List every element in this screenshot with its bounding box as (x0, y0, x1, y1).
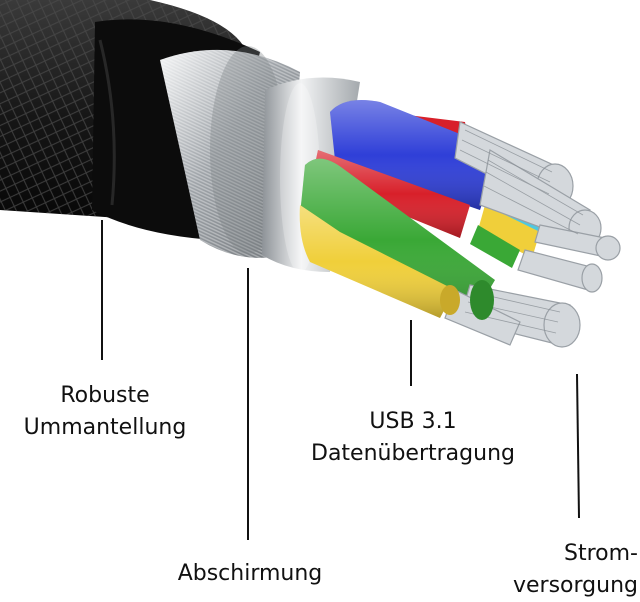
conductor-strands (444, 121, 621, 348)
shield-pointer-line (247, 268, 249, 540)
label-power-line1: Strom- (564, 541, 638, 566)
data-pointer-line (410, 320, 412, 386)
label-data-line1: USB 3.1 (369, 409, 457, 434)
label-shield-line1: Abschirmung (177, 561, 323, 586)
wire-tip-highlights (440, 280, 494, 320)
label-power-line2: versorgung (513, 573, 638, 598)
label-data-line2: Datenübertragung (311, 441, 515, 466)
label-shielding: Abschirmung (150, 558, 350, 590)
inner-wires (299, 99, 545, 322)
label-jacket-line2: Ummantellung (23, 415, 187, 440)
label-power-supply: Strom- versorgung (500, 538, 638, 602)
label-robust-jacket: Robuste Ummantellung (10, 380, 200, 444)
label-jacket-line1: Robuste (60, 383, 150, 408)
jacket-pointer-line (101, 220, 103, 360)
label-usb-data: USB 3.1 Datenübertragung (296, 406, 530, 470)
